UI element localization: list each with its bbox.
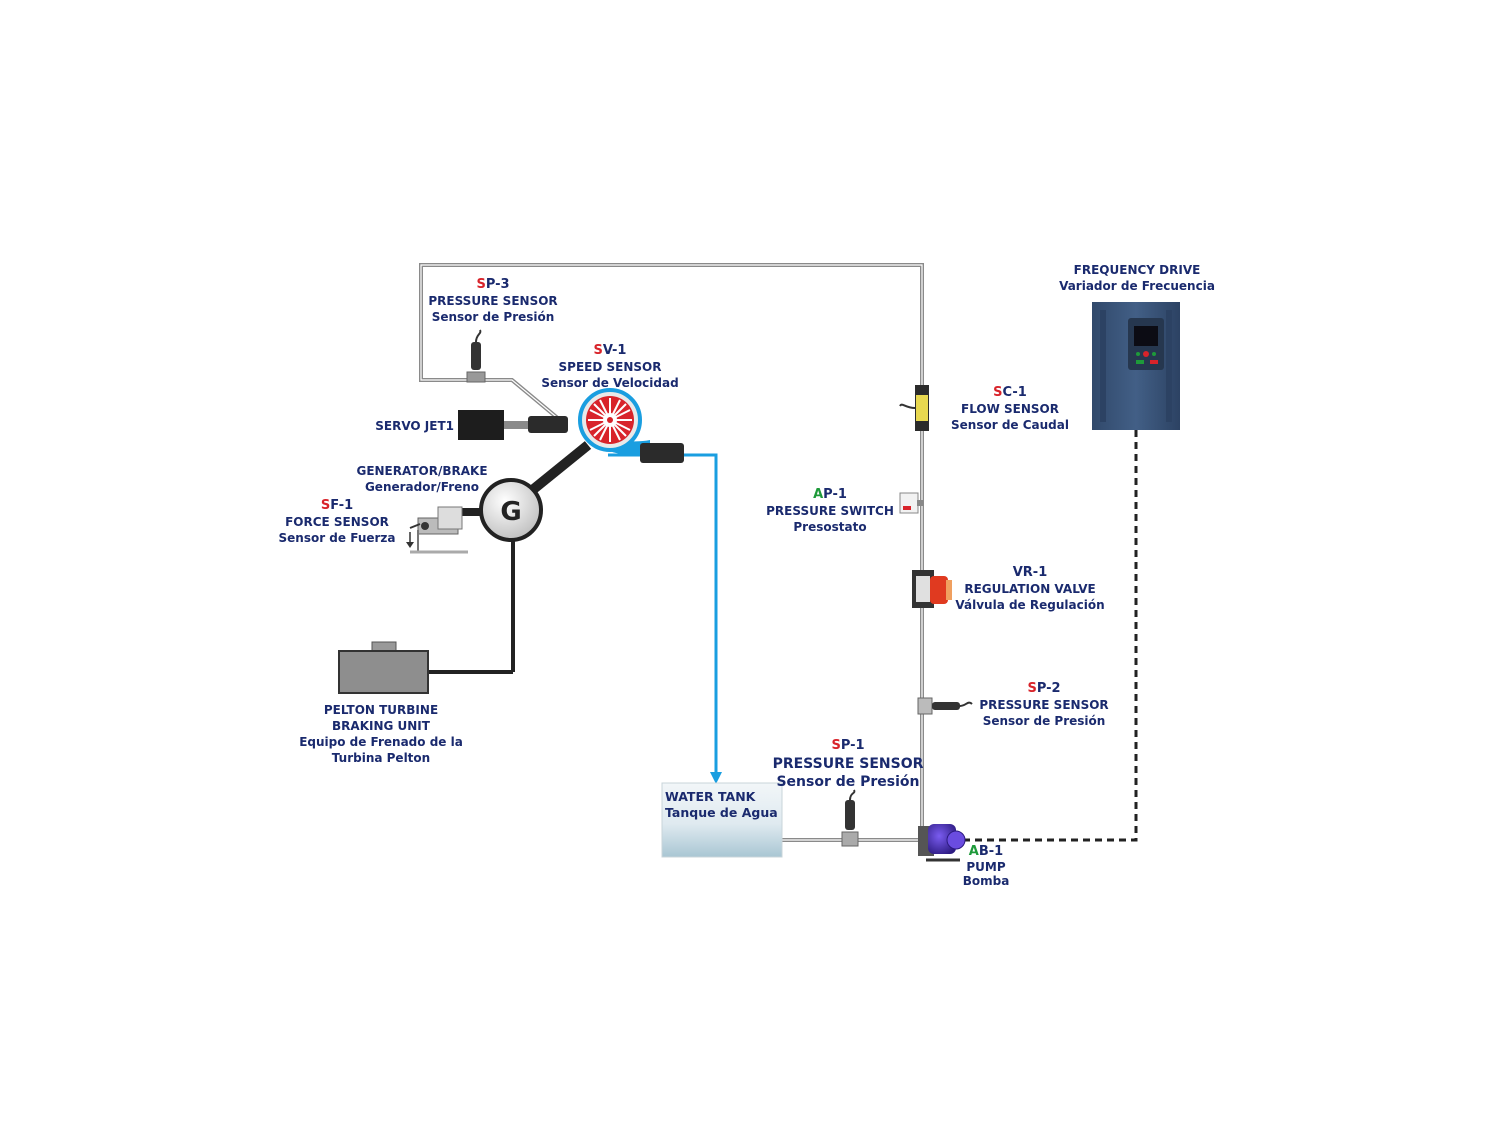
servo-jet-icon [458,410,568,440]
ab1-label: AB-1 PUMP Bomba [962,844,1010,888]
sc1-label: SC-1 FLOW SENSOR Sensor de Caudal [951,385,1069,432]
drive-cable [960,430,1138,842]
frequency-drive-icon [1092,302,1180,430]
pressure-switch-icon [899,492,923,514]
servo-label: SERVO JET1 [375,419,454,433]
generator-icon: G [479,478,543,542]
flow-sensor-icon [899,385,929,431]
water-tank-label: WATER TANK Tanque de Agua [665,789,778,820]
generator-label: GENERATOR/BRAKE Generador/Freno [356,464,488,494]
outlet-pipe [608,453,722,784]
pump-icon [918,824,966,862]
sf1-label: SF-1 FORCE SENSOR Sensor de Fuerza [278,498,396,545]
braking-unit-icon [338,641,429,694]
regulation-valve-icon [912,570,952,608]
pelton-turbine-icon [578,388,684,463]
braking-unit-label: PELTON TURBINE BRAKING UNIT Equipo de Fr… [299,703,463,765]
sp1-label: SP-1 PRESSURE SENSOR Sensor de Presión [772,738,924,790]
frequency-drive-label: FREQUENCY DRIVE Variador de Frecuencia [1059,263,1215,293]
generator-symbol: G [500,497,521,527]
sp3-label: SP-3 PRESSURE SENSOR Sensor de Presión [428,277,558,324]
ap1-label: AP-1 PRESSURE SWITCH Presostato [766,487,894,534]
sp3-sensor-icon [466,329,486,383]
sp2-sensor-icon [917,697,973,715]
vr1-label: VR-1 REGULATION VALVE Válvula de Regulac… [955,565,1105,612]
sv1-label: SV-1 SPEED SENSOR Sensor de Velocidad [541,343,679,390]
sp1-sensor-icon [841,789,859,847]
sp2-label: SP-2 PRESSURE SENSOR Sensor de Presión [979,681,1109,728]
water-tank [661,782,783,858]
force-sensor-icon [406,506,468,554]
